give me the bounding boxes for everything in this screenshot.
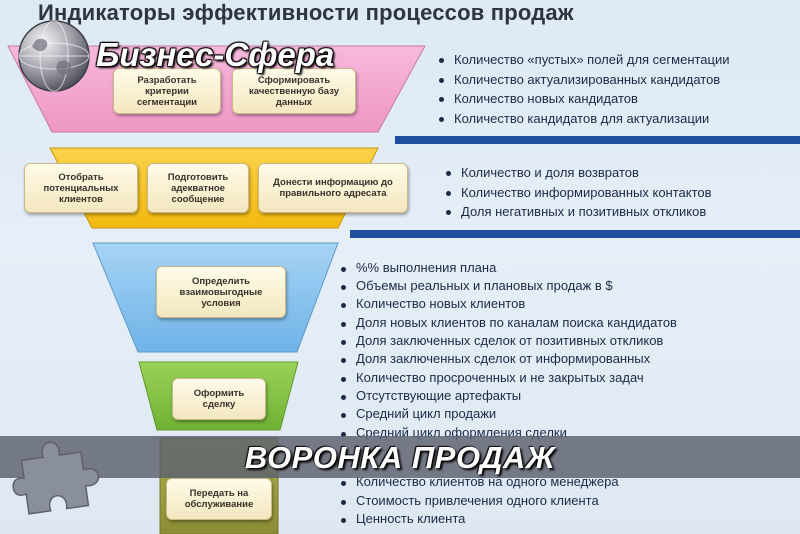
- globe-logo-icon: [18, 20, 90, 92]
- list-item: Средний цикл продажи: [338, 405, 644, 423]
- list-item: Количество «пустых» полей для сегментаци…: [436, 50, 730, 70]
- list-item: Количество новых кандидатов: [436, 89, 730, 109]
- stage-2-indicators: Количество и доля возвратов Количество и…: [443, 163, 712, 222]
- stage-1-box-segmentation-criteria: Разработать критерии сегментации: [113, 68, 221, 114]
- stage-1-box-quality-database: Сформировать качественную базу данных: [232, 68, 356, 114]
- list-item: Доля негативных и позитивных откликов: [443, 202, 712, 222]
- list-item: Количество актуализированных кандидатов: [436, 70, 730, 90]
- stage-1-indicators: Количество «пустых» полей для сегментаци…: [436, 50, 730, 128]
- stage-3-box-mutual-terms: Определить взаимовыгодные условия: [156, 266, 286, 318]
- stage-4-box-close-deal: Оформить сделку: [172, 378, 266, 420]
- list-item: Ценность клиента: [338, 510, 619, 529]
- title-band: [0, 436, 800, 478]
- band-title: ВОРОНКА ПРОДАЖ: [244, 440, 556, 475]
- list-item: Количество информированных контактов: [443, 183, 712, 203]
- list-item: %% выполнения плана: [338, 259, 677, 277]
- puzzle-icon: [12, 441, 100, 515]
- list-item: Количество кандидатов для актуализации: [436, 109, 730, 129]
- list-item: Доля заключенных сделок от информированн…: [338, 350, 677, 368]
- list-item: Количество новых клиентов: [338, 295, 677, 313]
- stage-5-indicators: Количество клиентов на одного менеджера …: [338, 473, 619, 529]
- list-item: Количество и доля возвратов: [443, 163, 712, 183]
- stage-5-box-hand-over: Передать на обслуживание: [166, 478, 272, 520]
- list-item: Средний цикл оформления сделки: [338, 424, 644, 442]
- list-item: Доля новых клиентов по каналам поиска ка…: [338, 314, 677, 332]
- list-item: Доля заключенных сделок от позитивных от…: [338, 332, 677, 350]
- list-item: Стоимость привлечения одного клиента: [338, 492, 619, 511]
- page-title: Индикаторы эффективности процессов прода…: [38, 0, 574, 25]
- stage-2-box-deliver-info: Донести информацию до правильного адреса…: [258, 163, 408, 213]
- stage-2-box-prepare-message: Подготовить адекватное сообщение: [147, 163, 249, 213]
- stage-2-box-select-clients: Отобрать потенциальных клиентов: [24, 163, 138, 213]
- list-item: Отсутствующие артефакты: [338, 387, 644, 405]
- stage-3-indicators: %% выполнения плана Объемы реальных и пл…: [338, 259, 677, 368]
- stage-4-indicators: Количество просроченных и не закрытых за…: [338, 369, 644, 442]
- brand-name: Бизнес-Сфера: [96, 36, 335, 73]
- stage-separator-2: [350, 230, 800, 238]
- stage-separator-1: [395, 136, 800, 144]
- list-item: Объемы реальных и плановых продаж в $: [338, 277, 677, 295]
- list-item: Количество просроченных и не закрытых за…: [338, 369, 644, 387]
